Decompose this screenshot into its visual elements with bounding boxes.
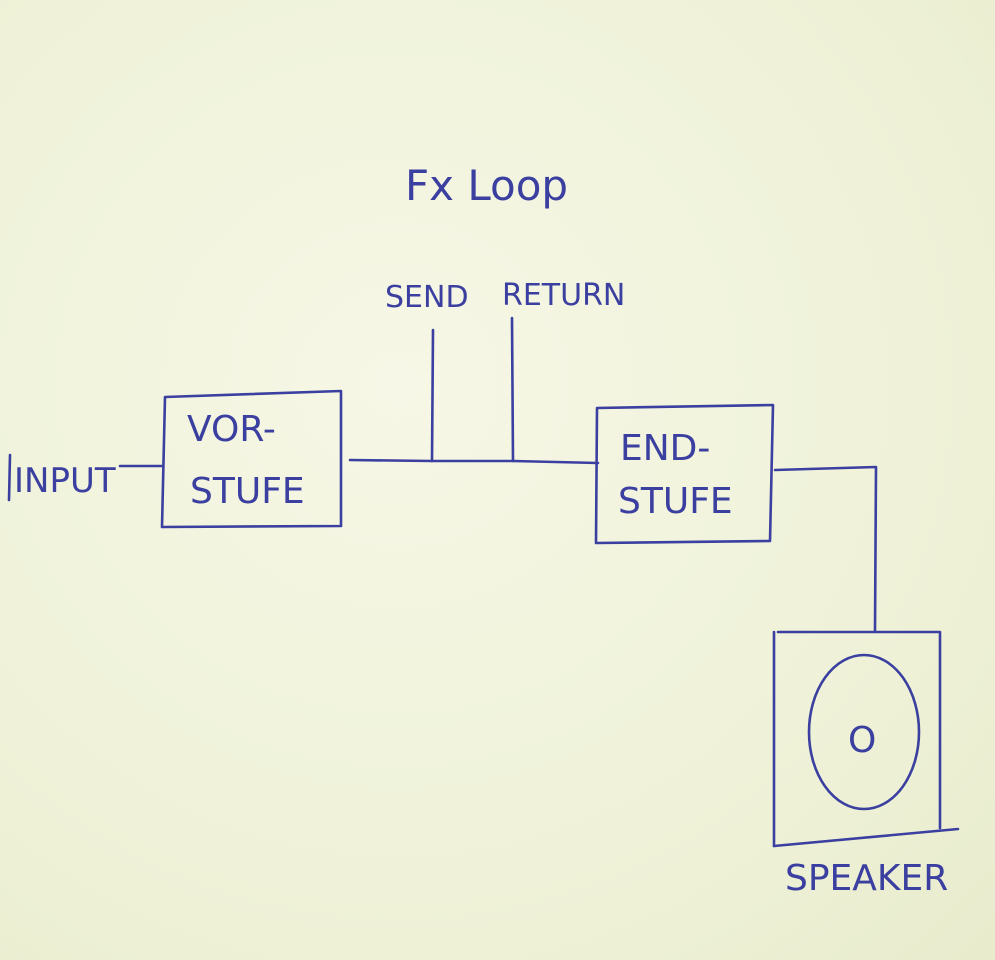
speaker-block: O SPEAKER [772,630,960,899]
speaker-base-line [772,827,960,848]
send-label: SEND [385,280,469,315]
speaker-cone [807,653,921,811]
preamp-box [160,389,343,529]
signal-wire [348,458,600,465]
preamp-label-line1: VOR- [187,409,276,450]
poweramp-block: END- STUFE [594,403,775,545]
return-line [510,316,515,463]
preamp-block: VOR- STUFE [160,389,343,529]
speaker-cone-mark: O [848,720,876,761]
input-label: INPUT [14,461,116,501]
poweramp-label-line2: STUFE [618,481,733,522]
return-label: RETURN [502,278,625,313]
speaker-cabinet [772,630,942,848]
speaker-wire [773,465,878,632]
poweramp-box [594,403,775,545]
send-line [430,328,435,463]
input-tick [7,453,12,502]
poweramp-label-line1: END- [620,428,710,469]
preamp-label-line2: STUFE [190,471,305,512]
diagram-title: Fx Loop [405,161,568,210]
speaker-label: SPEAKER [785,858,948,899]
